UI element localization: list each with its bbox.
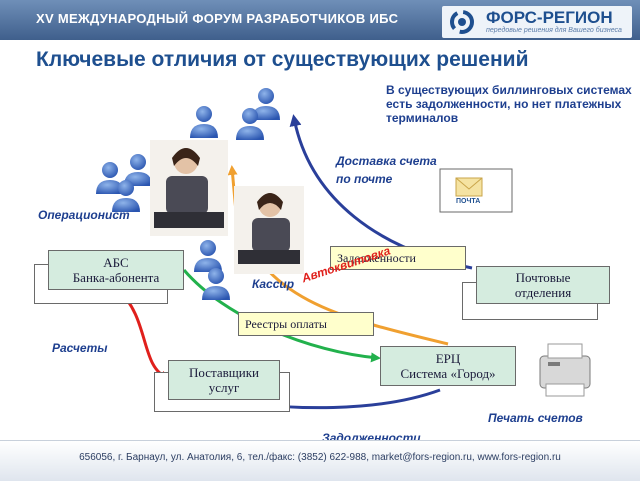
- note-text: В существующих биллинговых системах есть…: [386, 83, 632, 125]
- operator-figure: [150, 140, 228, 236]
- node-abs: АБС Банка-абонента: [48, 250, 184, 290]
- label-delivery-1: Доставка счета: [336, 154, 437, 168]
- node-erc-line2: Система «Город»: [400, 366, 496, 381]
- node-post-line1: Почтовые: [515, 270, 571, 285]
- label-print: Печать счетов: [488, 411, 583, 425]
- label-delivery-2: по почте: [336, 172, 393, 186]
- label-cashier: Кассир: [252, 277, 295, 291]
- node-abs-line1: АБС: [103, 255, 129, 270]
- cashier-figure: [234, 186, 304, 274]
- forum-title: XV МЕЖДУНАРОДНЫЙ ФОРУМ РАЗРАБОТЧИКОВ ИБС: [36, 11, 399, 26]
- node-erc-line1: ЕРЦ: [435, 351, 461, 366]
- node-suppliers-line1: Поставщики: [189, 365, 259, 380]
- node-suppliers: Поставщики услуг: [168, 360, 280, 400]
- person-icon: [190, 88, 280, 140]
- envelope-label: ПОЧТА: [456, 198, 481, 205]
- footer-bar: [0, 440, 640, 481]
- label-settlements: Расчеты: [52, 341, 108, 355]
- printer-icon: [539, 343, 591, 397]
- label-operator: Операционист: [38, 208, 130, 222]
- tag-debts: Задолженности: [330, 246, 466, 270]
- page-title: Ключевые отличия от существующих решений: [36, 48, 529, 71]
- node-post: Почтовые отделения: [476, 266, 610, 304]
- node-post-line2: отделения: [514, 285, 572, 300]
- person-icon: [96, 154, 152, 212]
- company-logo: [442, 6, 632, 38]
- person-icon: [194, 240, 230, 300]
- node-erc: ЕРЦ Система «Город»: [380, 346, 516, 386]
- footer-contacts: 656056, г. Барнаул, ул. Анатолия, 6, тел…: [79, 452, 561, 463]
- node-suppliers-line2: услуг: [208, 380, 240, 395]
- envelope-icon: [439, 168, 513, 213]
- logo-subtitle: передовые решения для Вашего бизнеса: [486, 27, 622, 34]
- node-abs-line2: Банка-абонента: [72, 270, 160, 285]
- logo-icon: [450, 10, 474, 34]
- tag-registries: Реестры оплаты: [238, 312, 374, 336]
- logo-text: ФОРС-РЕГИОН: [486, 8, 613, 27]
